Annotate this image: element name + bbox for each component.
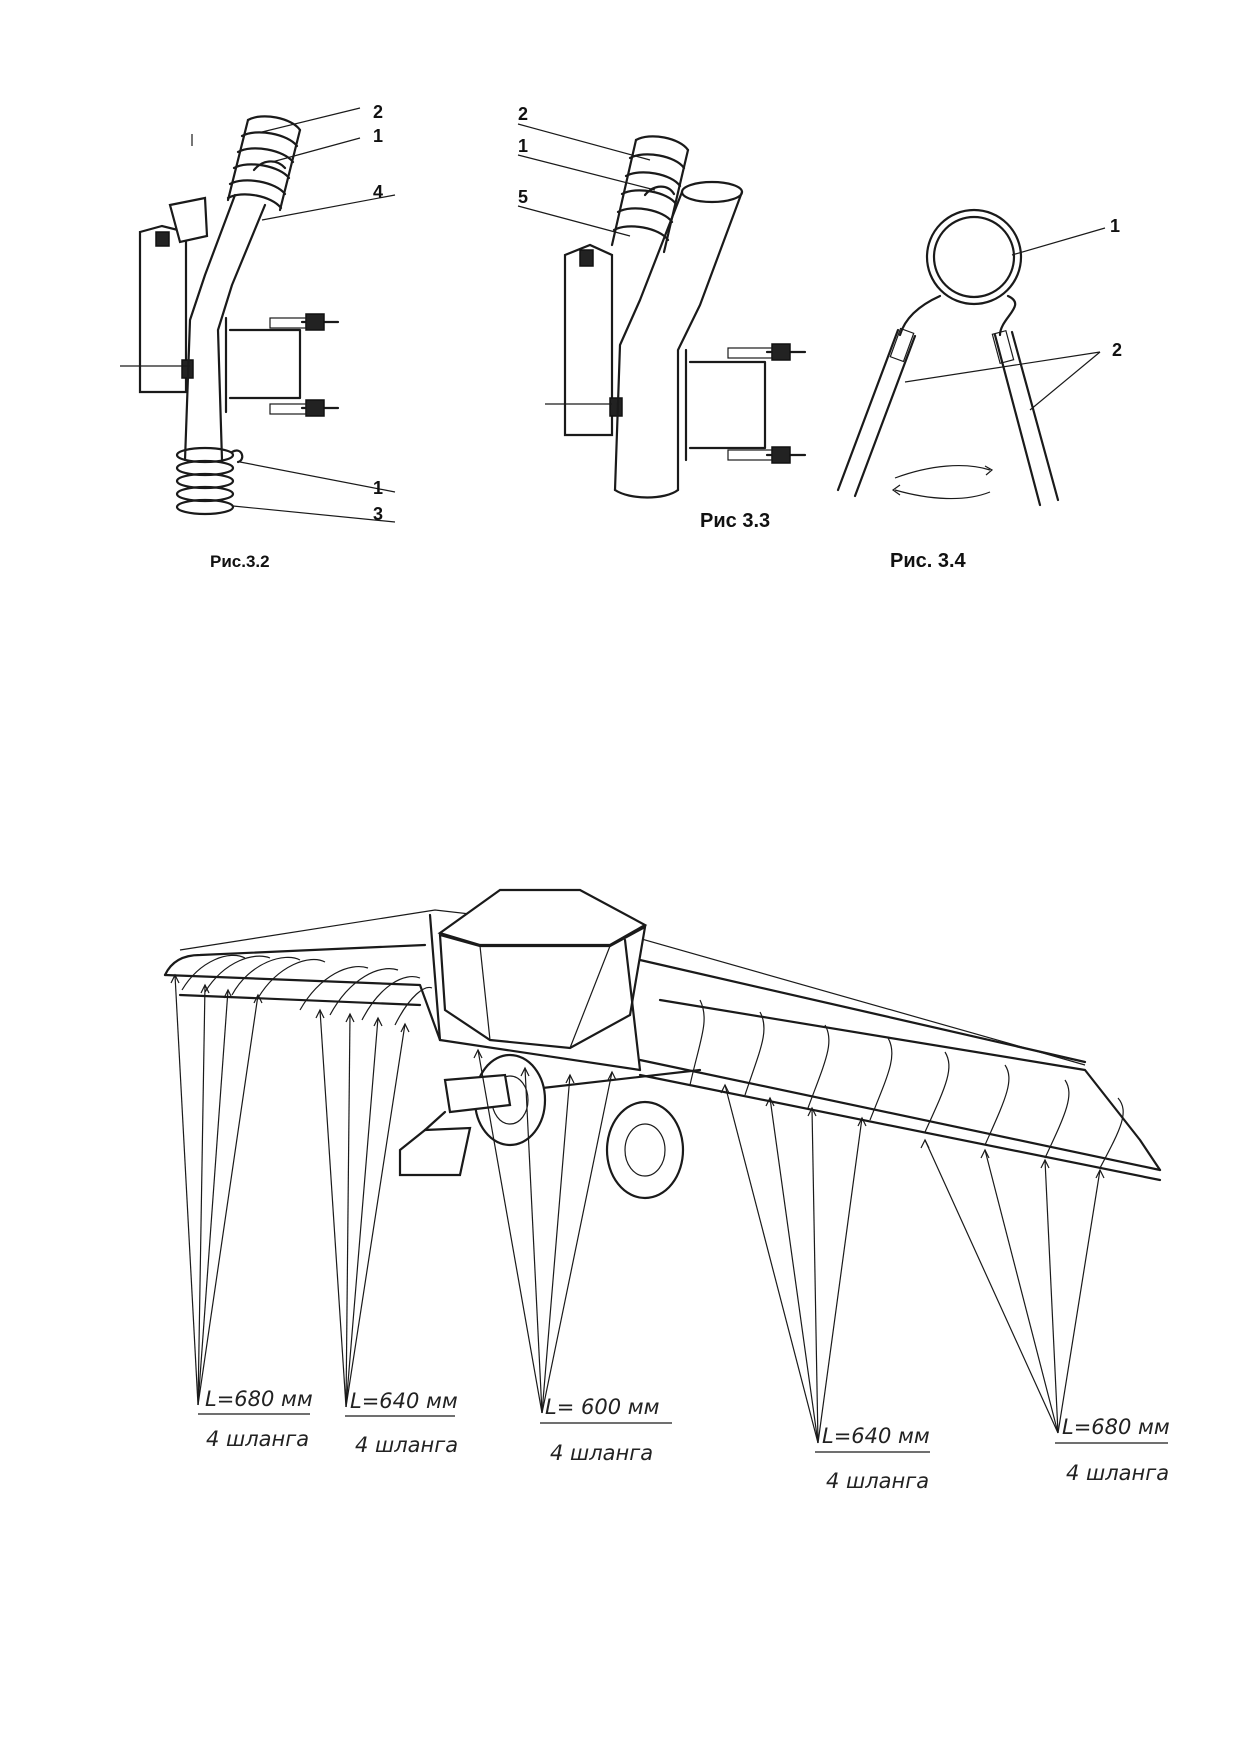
hose-ray	[319, 1009, 347, 1408]
right-hose-arches	[689, 999, 1124, 1169]
hose-length-label: L=640 мм	[350, 1389, 458, 1413]
hose-ray	[724, 1084, 819, 1444]
figure-3-4: 1 2 Рис. 3.4	[836, 208, 1122, 572]
hose-upper	[226, 115, 302, 212]
hose-ray	[984, 1149, 1059, 1434]
hose-ray	[541, 1074, 571, 1414]
hose-length-label: L= 600 мм	[545, 1395, 660, 1419]
arrowhead-icon	[345, 1012, 355, 1023]
left-hose-arches	[181, 954, 433, 1026]
caption-fig-3-4: Рис. 3.4	[890, 550, 967, 572]
arrowhead-icon	[200, 983, 210, 994]
hopper	[437, 888, 648, 1050]
arrowhead-icon	[315, 1008, 325, 1019]
arrowhead-icon	[473, 1048, 483, 1059]
arrowhead-icon	[565, 1073, 575, 1084]
hose-group-4: L=640 мм 4 шланга	[815, 1424, 930, 1493]
callout-1: 1	[1110, 216, 1120, 236]
caption-fig-3-3: Рис 3.3	[700, 510, 770, 532]
hose-length-label: L=640 мм	[822, 1424, 930, 1448]
hose-group-1: L=680 мм 4 шланга	[198, 1387, 313, 1451]
machine-drawing: L=680 мм 4 шланга L=640 мм 4 шланга L= 6…	[163, 888, 1170, 1493]
figure-3-2: 2 1 4 1 3 Рис.3.2	[120, 102, 396, 571]
arrowhead-icon	[807, 1106, 817, 1117]
hose-group-5: L=680 мм 4 шланга	[1055, 1415, 1170, 1485]
arrowhead-icon	[980, 1148, 990, 1159]
hose-ray	[811, 1107, 819, 1444]
callout-4: 4	[373, 182, 383, 202]
hose-ray	[769, 1097, 819, 1444]
hose-count-label: 4 шланга	[206, 1427, 309, 1451]
callout-2: 2	[373, 102, 383, 122]
hose-group-3: L= 600 мм 4 шланга	[540, 1395, 672, 1465]
caption-fig-3-2: Рис.3.2	[210, 552, 270, 571]
hose-count-label: 4 шланга	[1066, 1461, 1169, 1485]
hose-ray	[345, 1017, 379, 1408]
hose-ray	[174, 974, 199, 1406]
arrowhead-icon	[373, 1016, 383, 1027]
callout-1: 1	[373, 126, 383, 146]
hose-group-2: L=640 мм 4 шланга	[345, 1389, 458, 1457]
hose-ray	[817, 1117, 863, 1444]
hose-distribution-rays	[170, 973, 1105, 1444]
hose-ray	[1057, 1169, 1101, 1434]
hose-ray	[345, 1023, 406, 1408]
hose-ray	[541, 1071, 613, 1414]
callout-1-lower: 1	[373, 478, 383, 498]
hose-length-label: L=680 мм	[1062, 1415, 1170, 1439]
arrowhead-icon	[400, 1022, 410, 1033]
callout-1: 1	[518, 136, 528, 156]
callout-3: 3	[373, 504, 383, 524]
arrowhead-icon	[857, 1116, 867, 1127]
arrowhead-icon	[223, 988, 233, 999]
hose-ray	[477, 1049, 543, 1414]
hose-count-label: 4 шланга	[550, 1441, 653, 1465]
hose-ray	[197, 994, 259, 1406]
hose-length-label: L=680 мм	[205, 1387, 313, 1411]
arrowhead-icon	[1095, 1168, 1105, 1179]
arrowhead-icon	[253, 993, 263, 1004]
hose-count-label: 4 шланга	[826, 1469, 929, 1493]
hose-lower	[175, 446, 244, 516]
hose-ray	[197, 984, 206, 1406]
callout-2: 2	[518, 104, 528, 124]
callout-2: 2	[1112, 340, 1122, 360]
hose-ray	[197, 989, 229, 1406]
arrowhead-icon	[170, 973, 180, 984]
hose-ray	[345, 1013, 351, 1408]
arrowhead-icon	[1040, 1158, 1050, 1169]
arrowhead-icon	[920, 1138, 930, 1149]
hose-ray	[1044, 1159, 1059, 1434]
figure-3-3: 2 1 5 Рис 3.3	[517, 104, 807, 532]
hose-ray	[924, 1139, 1059, 1434]
hose-count-label: 4 шланга	[355, 1433, 458, 1457]
arrowhead-icon	[607, 1070, 617, 1081]
hose-ray	[524, 1067, 543, 1414]
wheel-right	[605, 1100, 685, 1200]
callout-5: 5	[518, 187, 528, 207]
arrowhead-icon	[720, 1083, 730, 1094]
arrowhead-icon	[765, 1096, 775, 1107]
hose-fig33	[610, 135, 690, 254]
arrowhead-icon	[520, 1066, 530, 1077]
